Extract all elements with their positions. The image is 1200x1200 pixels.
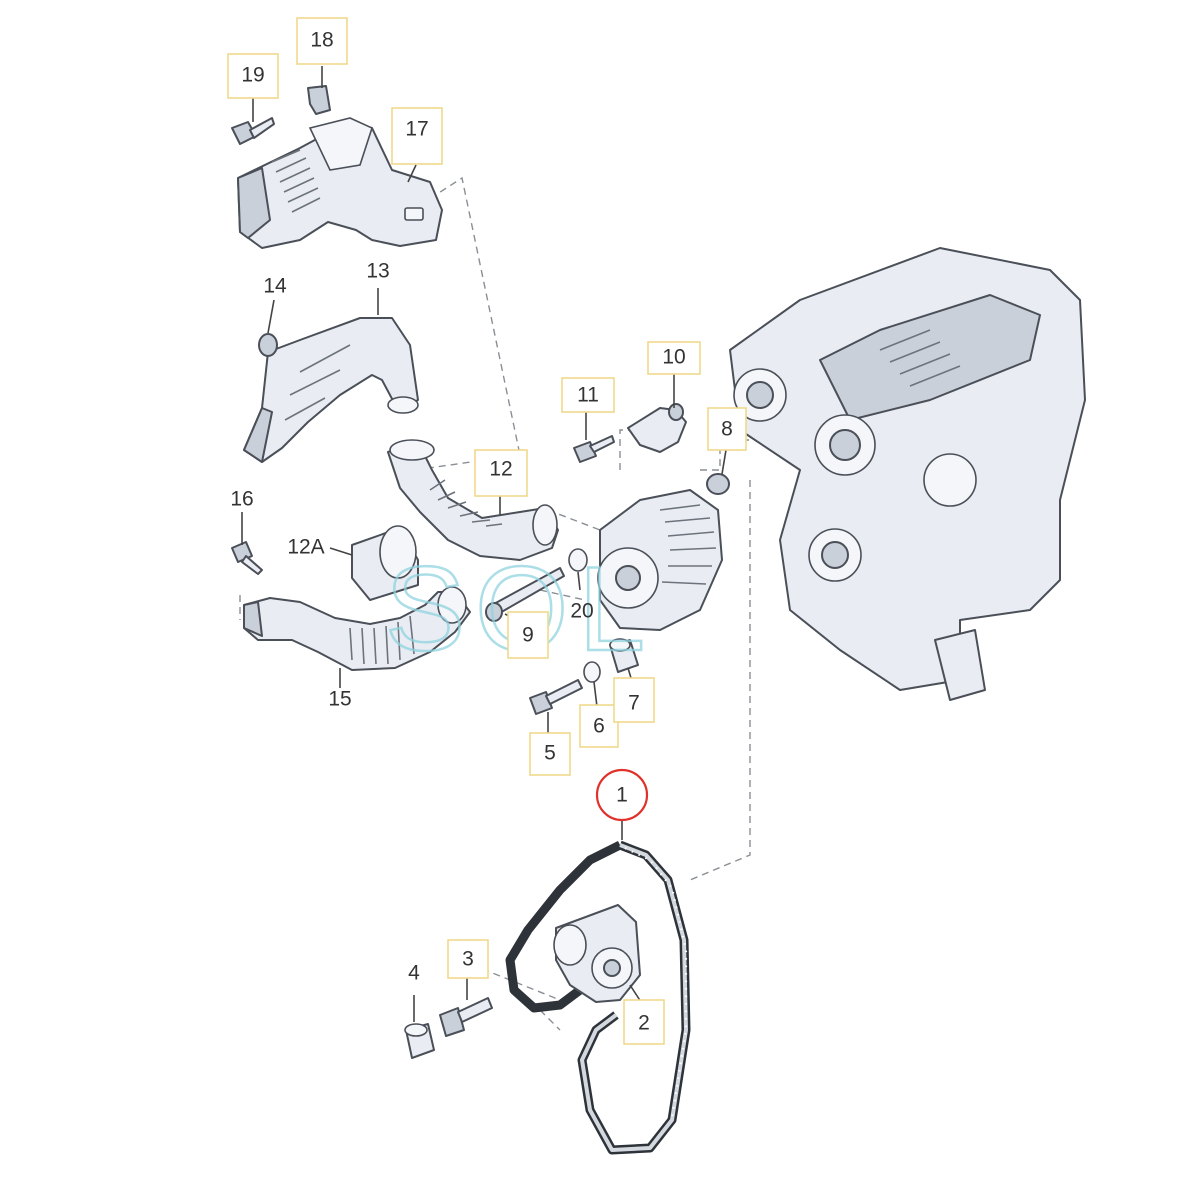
svg-text:12A: 12A	[287, 536, 324, 559]
callout-1[interactable]: 1	[595, 768, 649, 822]
svg-text:14: 14	[263, 275, 287, 298]
part-3-bolt	[439, 997, 493, 1037]
svg-text:5: 5	[544, 742, 556, 765]
callout-10[interactable]: 10	[647, 341, 701, 375]
callout-8[interactable]: 8	[707, 407, 747, 451]
svg-text:20: 20	[570, 600, 593, 623]
callout-4: 4	[408, 962, 420, 985]
part-10-bracket	[627, 403, 687, 453]
callout-2[interactable]: 2	[623, 999, 665, 1045]
alternator	[597, 489, 723, 631]
callout-13: 13	[366, 260, 389, 283]
callout-17[interactable]: 17	[391, 107, 443, 165]
part-5-bolt	[529, 679, 583, 715]
callout-3[interactable]: 3	[447, 939, 489, 979]
part-4-cap	[404, 1023, 435, 1059]
svg-text:13: 13	[366, 260, 389, 283]
callout-18[interactable]: 18	[296, 17, 348, 65]
part-14-nut	[258, 333, 278, 357]
part-17-intake-housing	[237, 117, 443, 249]
svg-text:18: 18	[310, 29, 333, 52]
callout-20: 20	[570, 600, 593, 623]
callout-6[interactable]: 6	[579, 704, 619, 748]
part-9-long-bolt	[485, 567, 565, 622]
part-7-sleeve	[609, 638, 639, 673]
part-1-ribbed-belt	[505, 840, 691, 1155]
svg-text:1: 1	[616, 784, 628, 807]
part-13-intake-duct	[243, 317, 419, 463]
svg-text:16: 16	[230, 488, 253, 511]
svg-text:6: 6	[593, 715, 605, 738]
svg-text:2: 2	[638, 1012, 650, 1035]
callout-19[interactable]: 19	[227, 53, 279, 99]
svg-text:15: 15	[328, 688, 351, 711]
part-11-screw	[573, 435, 615, 463]
engine-block	[729, 247, 1086, 701]
svg-text:7: 7	[628, 692, 640, 715]
callout-16: 16	[230, 488, 253, 511]
part-12-hose	[387, 439, 559, 561]
part-18-clip	[307, 85, 331, 115]
svg-text:19: 19	[241, 64, 264, 87]
callout-5[interactable]: 5	[529, 732, 571, 776]
part-15-lower-hose	[243, 586, 471, 671]
part-20-washer	[568, 548, 588, 572]
svg-text:3: 3	[462, 948, 474, 971]
svg-text:4: 4	[408, 962, 420, 985]
svg-text:17: 17	[405, 118, 428, 141]
callout-9[interactable]: 9	[507, 611, 549, 659]
part-8-nut	[706, 473, 730, 495]
part-12a-bushing	[351, 525, 419, 601]
svg-text:8: 8	[721, 418, 733, 441]
callout-12a: 12A	[287, 536, 324, 559]
callout-14: 14	[263, 275, 287, 298]
part-19-screw	[231, 117, 275, 145]
svg-text:9: 9	[522, 624, 534, 647]
callout-11[interactable]: 11	[561, 377, 615, 413]
callout-7[interactable]: 7	[613, 677, 655, 723]
part-2-tensioner	[553, 904, 641, 1003]
callout-15: 15	[328, 688, 351, 711]
svg-text:10: 10	[662, 346, 685, 369]
callout-12[interactable]: 12	[474, 449, 528, 497]
part-16-screw	[231, 541, 263, 575]
svg-text:12: 12	[489, 458, 512, 481]
svg-text:11: 11	[577, 384, 599, 407]
part-6-washer	[583, 661, 601, 683]
